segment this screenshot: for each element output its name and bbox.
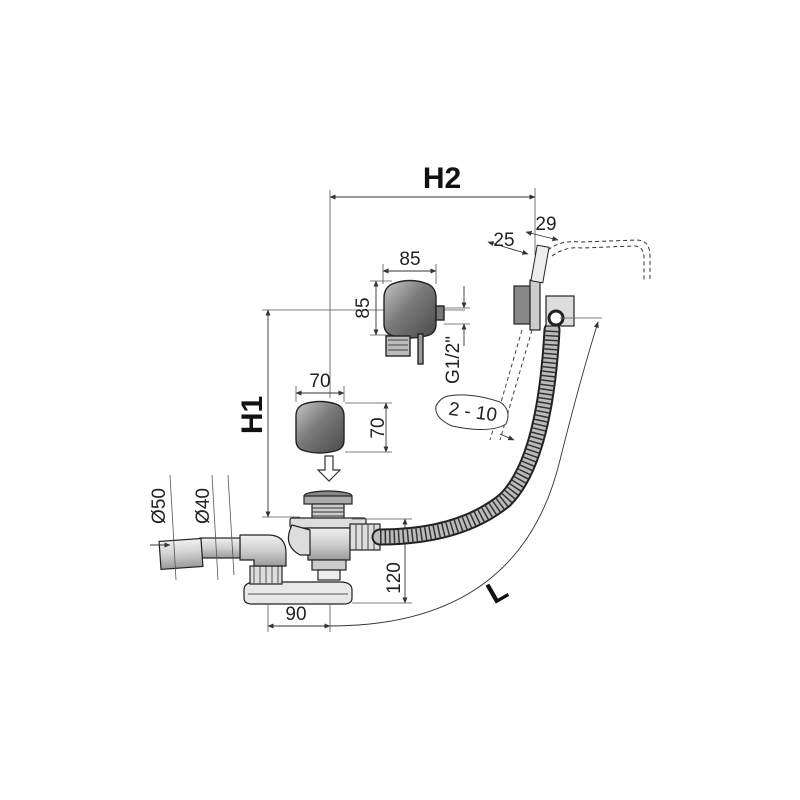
h1-dimension: H1 — [236, 309, 465, 518]
overflow-body — [383, 279, 437, 339]
cap-body — [295, 400, 345, 454]
dim-90-label: 90 — [285, 604, 306, 625]
length-dimension: L — [329, 317, 602, 627]
dim-120-label: 120 — [384, 562, 405, 594]
overflow-thread — [385, 335, 411, 357]
h1-label: H1 — [236, 396, 269, 434]
overflow-connector — [435, 305, 445, 321]
wall-thickness-dimensions: 25 29 — [487, 214, 559, 255]
cap-width-label: 70 — [309, 371, 330, 392]
width-90-dimension: 90 — [267, 604, 331, 632]
dim-29-label: 29 — [535, 214, 556, 235]
h2-dimension: H2 — [329, 162, 536, 398]
waste-assembly — [158, 490, 381, 605]
down-arrow-icon — [316, 455, 342, 482]
l-label: L — [481, 573, 513, 611]
outlet-40-label: Ø40 — [193, 488, 214, 524]
dim-25-label: 25 — [493, 230, 514, 251]
height-120-dimension: 120 — [352, 518, 412, 604]
cap-height-label: 70 — [368, 417, 389, 438]
overflow-height-label: 85 — [353, 297, 374, 318]
outlet-diameters: Ø50 Ø40 — [149, 474, 235, 581]
flexible-hose — [371, 321, 561, 546]
tub-thickness-callout: 2 - 10 — [435, 394, 515, 441]
overflow-width-label: 85 — [399, 249, 420, 270]
drain-cap: 70 70 — [295, 371, 392, 482]
overflow-bracket — [489, 239, 651, 441]
thread-size-label: G1/2" — [443, 336, 464, 384]
outlet-50-label: Ø50 — [149, 488, 170, 524]
overflow-head: 85 85 G1/2" — [353, 249, 470, 384]
h2-label: H2 — [423, 162, 461, 195]
